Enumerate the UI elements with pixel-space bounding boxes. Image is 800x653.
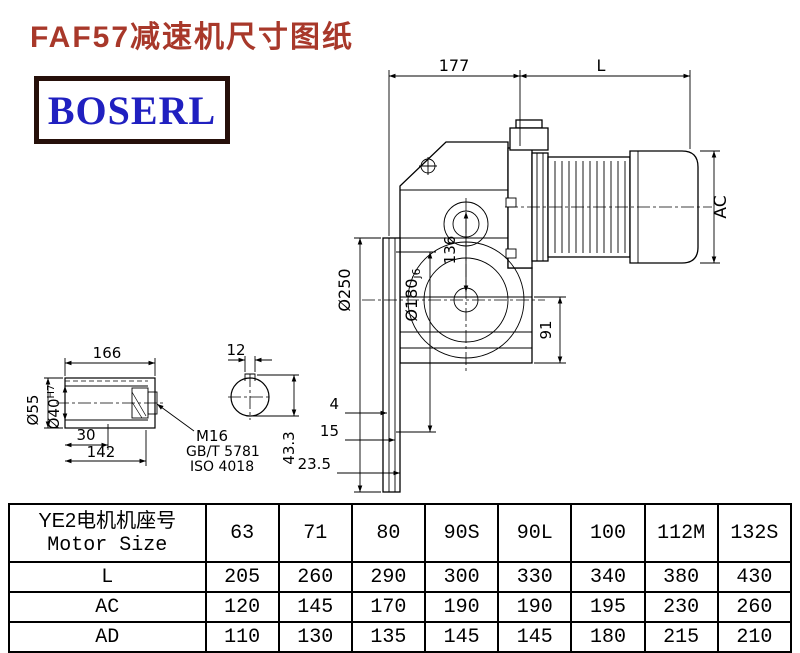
table-cell: 330 [497, 561, 573, 593]
motor-size-63: 63 [204, 503, 280, 563]
terminal-box [509, 127, 549, 151]
table-header-row: YE2电机机座号 Motor Size 63 71 80 90S 90L 100… [8, 503, 793, 563]
dimension-table: YE2电机机座号 Motor Size 63 71 80 90S 90L 100… [8, 503, 793, 653]
dim-d250: Ø250 [335, 268, 354, 311]
dim-L: L [597, 56, 606, 75]
motor-size-header-cell: YE2电机机座号 Motor Size [8, 503, 207, 563]
table-row-L: L 205 260 290 300 330 340 380 430 [8, 561, 793, 593]
table-cell: 145 [424, 621, 500, 653]
table-cell: 110 [204, 621, 280, 653]
dim-23-5: 23.5 [298, 455, 331, 473]
dim-91: 91 [537, 320, 555, 339]
table-cell: 120 [204, 591, 280, 623]
table-row-AC: AC 120 145 170 190 190 195 230 260 [8, 591, 793, 623]
table-cell: 205 [204, 561, 280, 593]
motor-size-71: 71 [277, 503, 353, 563]
output-shaft-view [64, 373, 270, 429]
table-cell: 210 [716, 621, 793, 653]
table-cell: 215 [643, 621, 719, 653]
table-cell: 195 [570, 591, 646, 623]
table-cell: 230 [643, 591, 719, 623]
table-cell: 170 [350, 591, 427, 623]
table-cell: 130 [277, 621, 353, 653]
table-cell: 380 [643, 561, 719, 593]
dim-142: 142 [87, 443, 116, 461]
row-label-L: L [8, 561, 207, 593]
table-cell: 430 [716, 561, 793, 593]
motor-size-100: 100 [570, 503, 646, 563]
dim-43-3: 43.3 [280, 431, 298, 464]
technical-drawing: 177 L AC Ø250 Ø180j6 136 91 4 15 23.5 16… [24, 56, 731, 493]
boserl-logo: BOSERL [34, 76, 230, 144]
table-cell: 290 [350, 561, 427, 593]
dim-d40: Ø40H7 [45, 385, 63, 430]
label-m16: M16 [196, 427, 228, 445]
row-label-AC: AC [8, 591, 207, 623]
label-gb-standard: GB/T 5781 [186, 444, 260, 460]
dim-166: 166 [93, 344, 122, 362]
dim-136: 136 [441, 236, 459, 265]
dim-d180: Ø180j6 [402, 268, 423, 321]
dimension-labels: 177 L AC Ø250 Ø180j6 136 91 4 15 23.5 16… [24, 56, 731, 475]
dim-AC: AC [711, 195, 731, 218]
label-iso-standard: ISO 4018 [190, 459, 254, 475]
motor-size-label-cn: YE2电机机座号 [38, 510, 177, 532]
table-cell: 180 [570, 621, 646, 653]
motor-size-132S: 132S [716, 503, 793, 563]
dimension-lines [44, 70, 720, 493]
motor-size-90L: 90L [497, 503, 573, 563]
table-cell: 300 [424, 561, 500, 593]
table-cell: 145 [497, 621, 573, 653]
m16-leader-line [156, 403, 195, 432]
motor-size-112M: 112M [643, 503, 719, 563]
motor-adapter [507, 147, 533, 269]
row-label-AD: AD [8, 621, 207, 653]
dim-177: 177 [439, 56, 470, 75]
motor-size-label-en: Motor Size [47, 534, 168, 557]
output-flange [382, 237, 401, 493]
table-row-AD: AD 110 130 135 145 145 180 215 210 [8, 621, 793, 653]
dim-12: 12 [226, 341, 245, 359]
dim-d55: Ø55 [24, 395, 42, 426]
table-cell: 190 [424, 591, 500, 623]
table-cell: 260 [716, 591, 793, 623]
dim-30: 30 [76, 426, 95, 444]
page-title: FAF57减速机尺寸图纸 [30, 21, 355, 54]
table-cell: 340 [570, 561, 646, 593]
dim-4: 4 [329, 395, 339, 413]
table-cell: 135 [350, 621, 427, 653]
motor-size-90S: 90S [424, 503, 500, 563]
table-cell: 260 [277, 561, 353, 593]
table-cell: 190 [497, 591, 573, 623]
table-cell: 145 [277, 591, 353, 623]
logo-text: BOSERL [47, 87, 217, 133]
dim-15: 15 [320, 422, 339, 440]
motor-size-80: 80 [350, 503, 427, 563]
